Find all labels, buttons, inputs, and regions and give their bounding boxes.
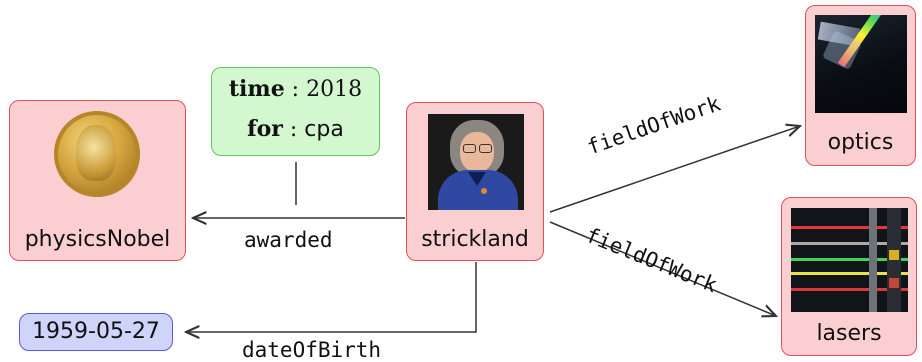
qualifier-for-value: cpa bbox=[304, 117, 344, 142]
node-label: lasers bbox=[816, 321, 882, 346]
node-label: optics bbox=[827, 130, 894, 155]
node-strickland: strickland bbox=[406, 102, 544, 261]
edge-label-awarded: awarded bbox=[244, 228, 333, 252]
qualifier-for-row: for : cpa bbox=[247, 116, 344, 142]
node-label: strickland bbox=[421, 227, 529, 252]
qualifier-time-value: 2018 bbox=[306, 77, 363, 102]
node-physicsnobel: physicsNobel bbox=[9, 100, 186, 261]
lasers-image bbox=[791, 208, 908, 312]
fieldofwork-lasers-edge bbox=[549, 221, 776, 316]
qualifier-box: time : 2018 for : cpa bbox=[211, 67, 380, 156]
node-lasers: lasers bbox=[781, 197, 917, 356]
strickland-portrait-image bbox=[428, 114, 524, 210]
node-date-literal: 1959-05-27 bbox=[19, 313, 173, 351]
qualifier-time-row: time : 2018 bbox=[228, 76, 363, 102]
date-label: 1959-05-27 bbox=[32, 319, 160, 344]
qualifier-time-key: time bbox=[228, 76, 285, 102]
node-label: physicsNobel bbox=[24, 227, 171, 252]
edge-label-dateofbirth: dateOfBirth bbox=[242, 338, 382, 362]
qualifier-for-key: for bbox=[247, 116, 283, 142]
fieldofwork-optics-edge bbox=[549, 126, 800, 213]
dateofbirth-edge bbox=[186, 262, 477, 332]
node-optics: optics bbox=[805, 5, 916, 166]
optics-prism-image bbox=[815, 15, 907, 113]
nobel-medal-image bbox=[54, 111, 140, 197]
